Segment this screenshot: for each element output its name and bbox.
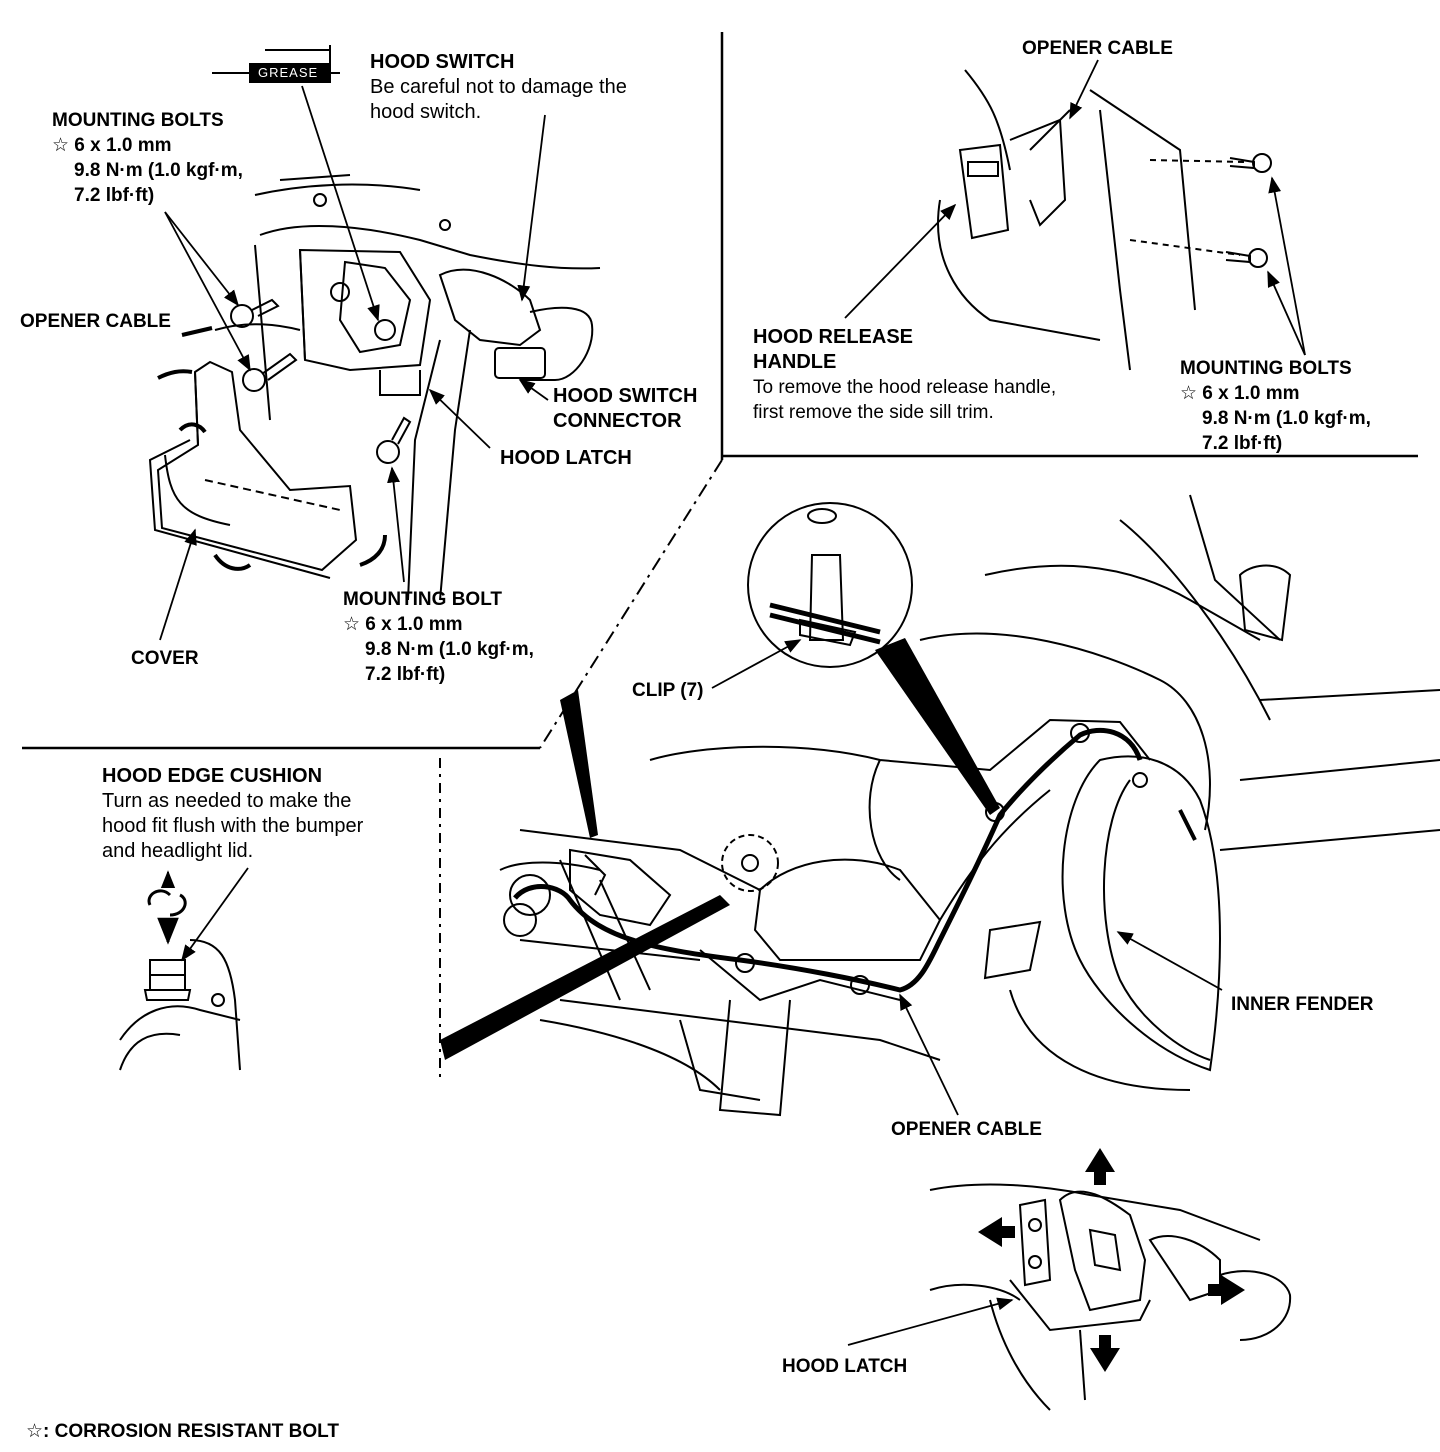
hood-latch-label-top: HOOD LATCH <box>500 447 632 469</box>
footnote-corrosion-resistant: ☆: CORROSION RESISTANT BOLT <box>26 1421 339 1442</box>
cover-drawing <box>148 360 358 579</box>
leader-lines-main <box>711 639 1223 1116</box>
cover-label: COVER <box>131 648 199 669</box>
hood-release-handle-note1: To remove the hood release handle, <box>753 377 1057 398</box>
hood-edge-cushion-drawing <box>119 870 241 1071</box>
mounting-bolts-size: ☆ 6 x 1.0 mm <box>52 135 172 156</box>
hood-switch-title: HOOD SWITCH <box>370 51 515 73</box>
mounting-bolt-callout-mid: MOUNTING BOLT ☆ 6 x 1.0 mm 9.8 N·m (1.0 … <box>343 587 534 687</box>
release-handle-drawing <box>937 69 1272 371</box>
leader-lines-top-right <box>844 59 1306 356</box>
mounting-bolts-callout-top: MOUNTING BOLTS ☆ 6 x 1.0 mm 9.8 N·m (1.0… <box>52 108 243 208</box>
opener-cable-label-top-right: OPENER CABLE <box>1022 38 1173 59</box>
hood-release-handle-title1: HOOD RELEASE <box>753 326 914 348</box>
mounting-bolt-size: ☆ 6 x 1.0 mm <box>343 614 463 635</box>
bottom-latch-drawing <box>929 1183 1292 1411</box>
leader-lines-top-left <box>159 85 549 641</box>
car-body-drawing <box>499 494 1440 1117</box>
latch-assembly-drawing <box>181 174 601 601</box>
leader-cushion <box>181 867 249 962</box>
grease-syringe-icon <box>212 45 340 83</box>
mounting-bolt-title: MOUNTING BOLT <box>343 589 503 610</box>
hood-edge-cushion-note3: and headlight lid. <box>102 840 254 862</box>
opener-cable-label-left: OPENER CABLE <box>20 311 171 332</box>
mounting-bolts-torque1: 9.8 N·m (1.0 kgf·m, <box>74 160 243 181</box>
mounting-bolts-right-title: MOUNTING BOLTS <box>1180 358 1352 379</box>
hood-switch-note-line1: Be careful not to damage the <box>370 76 627 98</box>
detail-pointer-wedge <box>875 638 1000 815</box>
hood-release-handle-callout: HOOD RELEASE HANDLE To remove the hood r… <box>753 325 1056 425</box>
adjust-arrows <box>978 1148 1245 1372</box>
mounting-bolts-right-torque1: 9.8 N·m (1.0 kgf·m, <box>1202 408 1371 429</box>
hood-switch-connector-line2: CONNECTOR <box>553 410 682 432</box>
rotation-arrows <box>157 369 387 571</box>
mounting-bolts-right-size: ☆ 6 x 1.0 mm <box>1180 383 1300 404</box>
hood-edge-cushion-callout: HOOD EDGE CUSHION Turn as needed to make… <box>102 764 363 864</box>
hood-edge-cushion-note2: hood fit flush with the bumper <box>102 815 364 837</box>
mounting-bolts-torque2: 7.2 lbf·ft) <box>74 185 155 206</box>
grease-label: GREASE <box>258 65 319 80</box>
mounting-bolts-title: MOUNTING BOLTS <box>52 110 224 131</box>
detail-pointer-wedge-left <box>440 895 730 1060</box>
opener-cable-label-bottom: OPENER CABLE <box>891 1119 1042 1140</box>
mounting-bolts-callout-right: MOUNTING BOLTS ☆ 6 x 1.0 mm 9.8 N·m (1.0… <box>1180 356 1371 456</box>
hood-switch-connector-line1: HOOD SWITCH <box>553 385 698 407</box>
hood-switch-callout: HOOD SWITCH Be careful not to damage the… <box>370 50 627 125</box>
mounting-bolts-right-torque2: 7.2 lbf·ft) <box>1202 433 1283 454</box>
clip-label: CLIP (7) <box>632 680 704 701</box>
hood-switch-connector-label: HOOD SWITCH CONNECTOR <box>553 384 697 434</box>
hood-edge-cushion-title: HOOD EDGE CUSHION <box>102 765 323 787</box>
hood-switch-note-line2: hood switch. <box>370 101 482 123</box>
hood-release-handle-note2: first remove the side sill trim. <box>753 402 994 423</box>
hood-edge-cushion-note1: Turn as needed to make the <box>102 790 352 812</box>
hood-latch-label-bottom: HOOD LATCH <box>782 1356 908 1377</box>
mounting-bolt-torque1: 9.8 N·m (1.0 kgf·m, <box>365 639 534 660</box>
clip-detail-drawing <box>747 502 913 668</box>
mounting-bolt-torque2: 7.2 lbf·ft) <box>365 664 446 685</box>
inner-fender-label: INNER FENDER <box>1231 994 1374 1015</box>
leader-hood-latch-bottom <box>847 1297 1014 1346</box>
hood-release-handle-title2: HANDLE <box>753 351 837 373</box>
detail-pointer-wedge-top <box>560 690 598 838</box>
